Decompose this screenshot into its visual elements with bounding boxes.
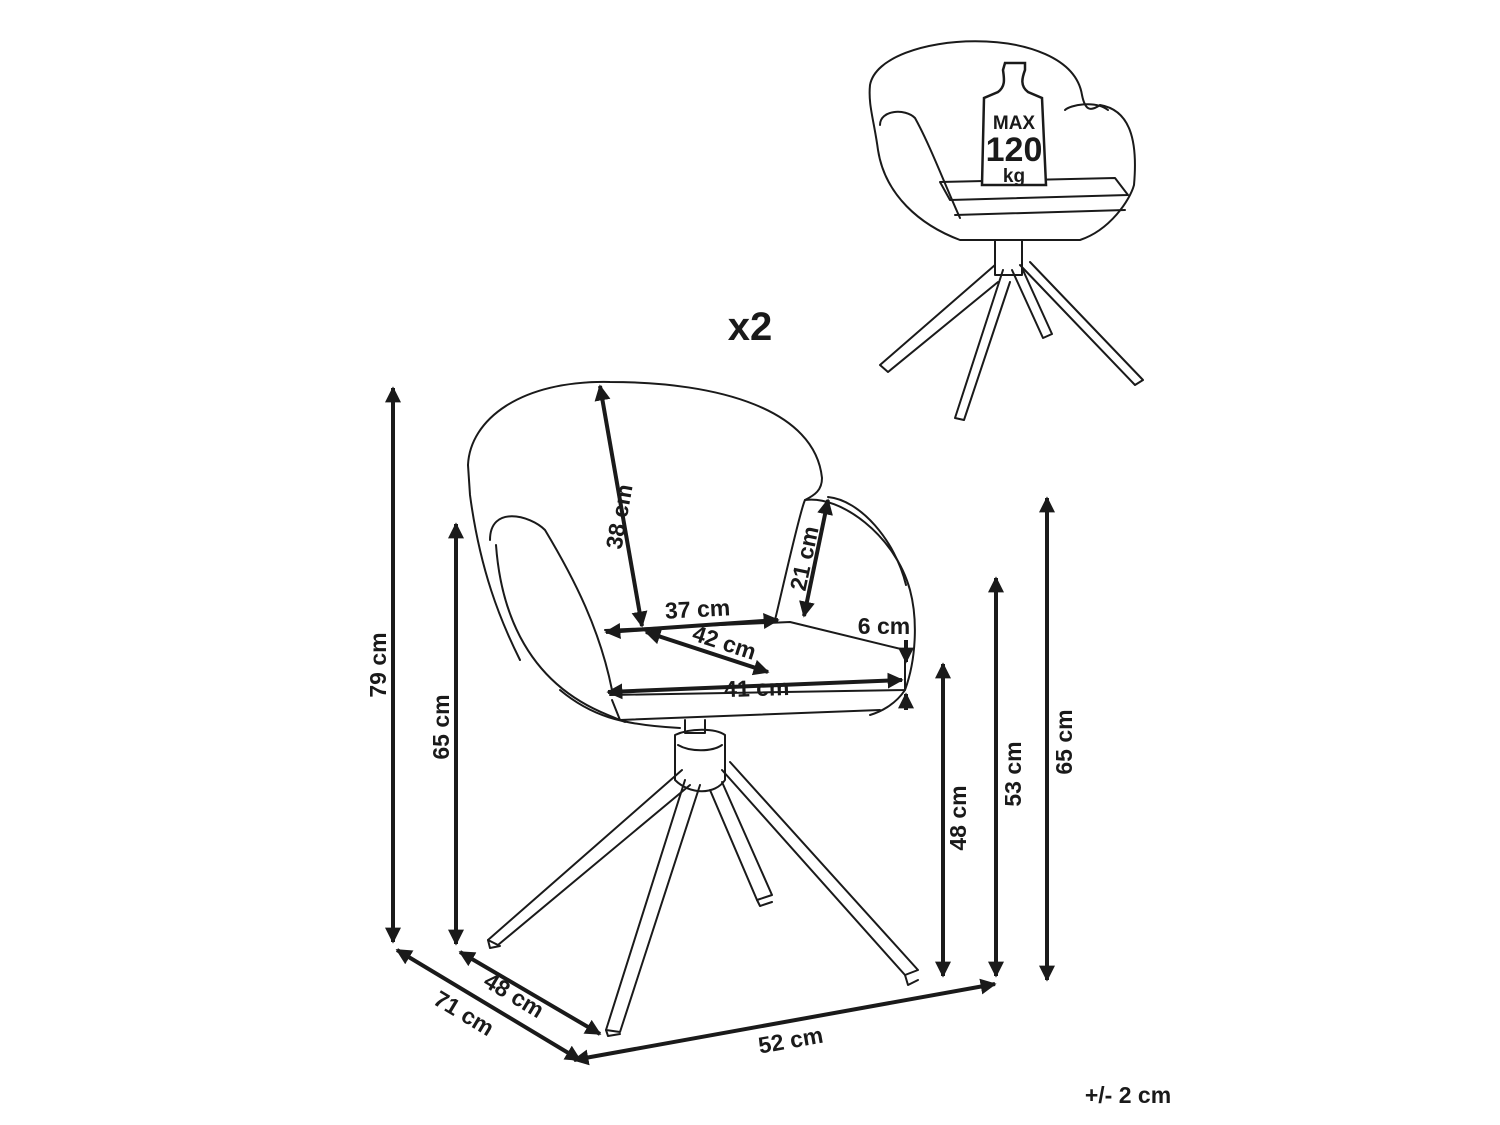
dim-seat-width-back bbox=[604, 613, 780, 639]
label-seat-width-front: 41 cm bbox=[724, 674, 790, 702]
dim-total-width bbox=[572, 978, 997, 1066]
dimension-lines bbox=[385, 384, 1055, 1066]
main-chair-illustration bbox=[467, 380, 919, 1037]
weight-unit-label: kg bbox=[1003, 166, 1025, 187]
label-armrest-height-left: 65 cm bbox=[428, 694, 454, 759]
label-backrest-height: 38 cm bbox=[601, 482, 638, 551]
small-chair-illustration bbox=[868, 40, 1144, 421]
label-cushion-thickness: 6 cm bbox=[858, 613, 910, 639]
label-seat-height: 48 cm bbox=[945, 785, 971, 850]
weight-value-label: 120 bbox=[986, 131, 1043, 169]
label-seat-top-height: 53 cm bbox=[1000, 741, 1026, 806]
label-seat-width-back: 37 cm bbox=[664, 594, 730, 623]
weight-max-label: MAX bbox=[993, 113, 1036, 134]
quantity-label: x2 bbox=[728, 305, 773, 349]
dim-backrest-height bbox=[594, 384, 648, 628]
tolerance-label: +/- 2 cm bbox=[1085, 1082, 1171, 1108]
dim-armrest-inner-height bbox=[799, 498, 833, 618]
weight-capacity-icon: MAX 120 kg bbox=[980, 61, 1048, 187]
dimension-labels: 79 cm 65 cm 38 cm 21 cm 37 cm 42 cm 41 c… bbox=[365, 482, 1077, 1058]
dim-seat-depth bbox=[644, 628, 770, 676]
dim-seat-width-front bbox=[606, 672, 904, 700]
label-total-height: 79 cm bbox=[365, 632, 391, 697]
label-armrest-height-right: 65 cm bbox=[1051, 709, 1077, 774]
